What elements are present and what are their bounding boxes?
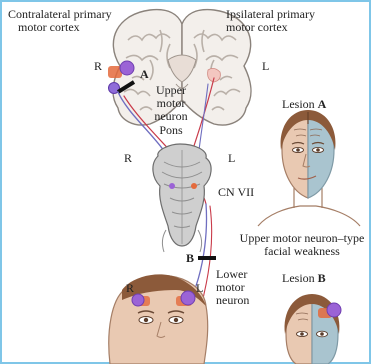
lesion-b-face-icon	[285, 294, 341, 364]
pons-label: Pons	[146, 124, 196, 137]
lesion-a-title-letter: A	[318, 97, 327, 111]
pons-side-r: R	[124, 152, 132, 165]
cortex-side-r: R	[94, 60, 102, 73]
ipsilateral-label-line2: motor cortex	[226, 21, 288, 34]
lesion-a-face-icon	[258, 110, 360, 226]
brainstem-icon	[153, 144, 211, 252]
cortex-side-l: L	[262, 60, 269, 73]
face-side-r: R	[126, 282, 134, 295]
lesion-a-title: Lesion A	[282, 98, 326, 111]
pons-side-l: L	[228, 152, 235, 165]
cn-vii-label: CN VII	[218, 186, 254, 199]
contralateral-label-line2: motor cortex	[18, 21, 80, 34]
lower-motor-neuron-line3: neuron	[216, 294, 249, 307]
face-icon	[109, 274, 208, 364]
lesion-b-marker: B	[186, 252, 194, 265]
lesion-b-title-letter: B	[318, 271, 326, 285]
lesion-b-title-prefix: Lesion	[282, 271, 318, 285]
lesion-a-caption-line2: facial weakness	[234, 245, 370, 258]
lesion-a-title-prefix: Lesion	[282, 97, 318, 111]
face-side-l: L	[196, 282, 203, 295]
upper-motor-neuron-line3: neuron	[146, 110, 196, 123]
lesion-a-marker: A	[140, 68, 149, 81]
lesion-b-title: Lesion B	[282, 272, 326, 285]
